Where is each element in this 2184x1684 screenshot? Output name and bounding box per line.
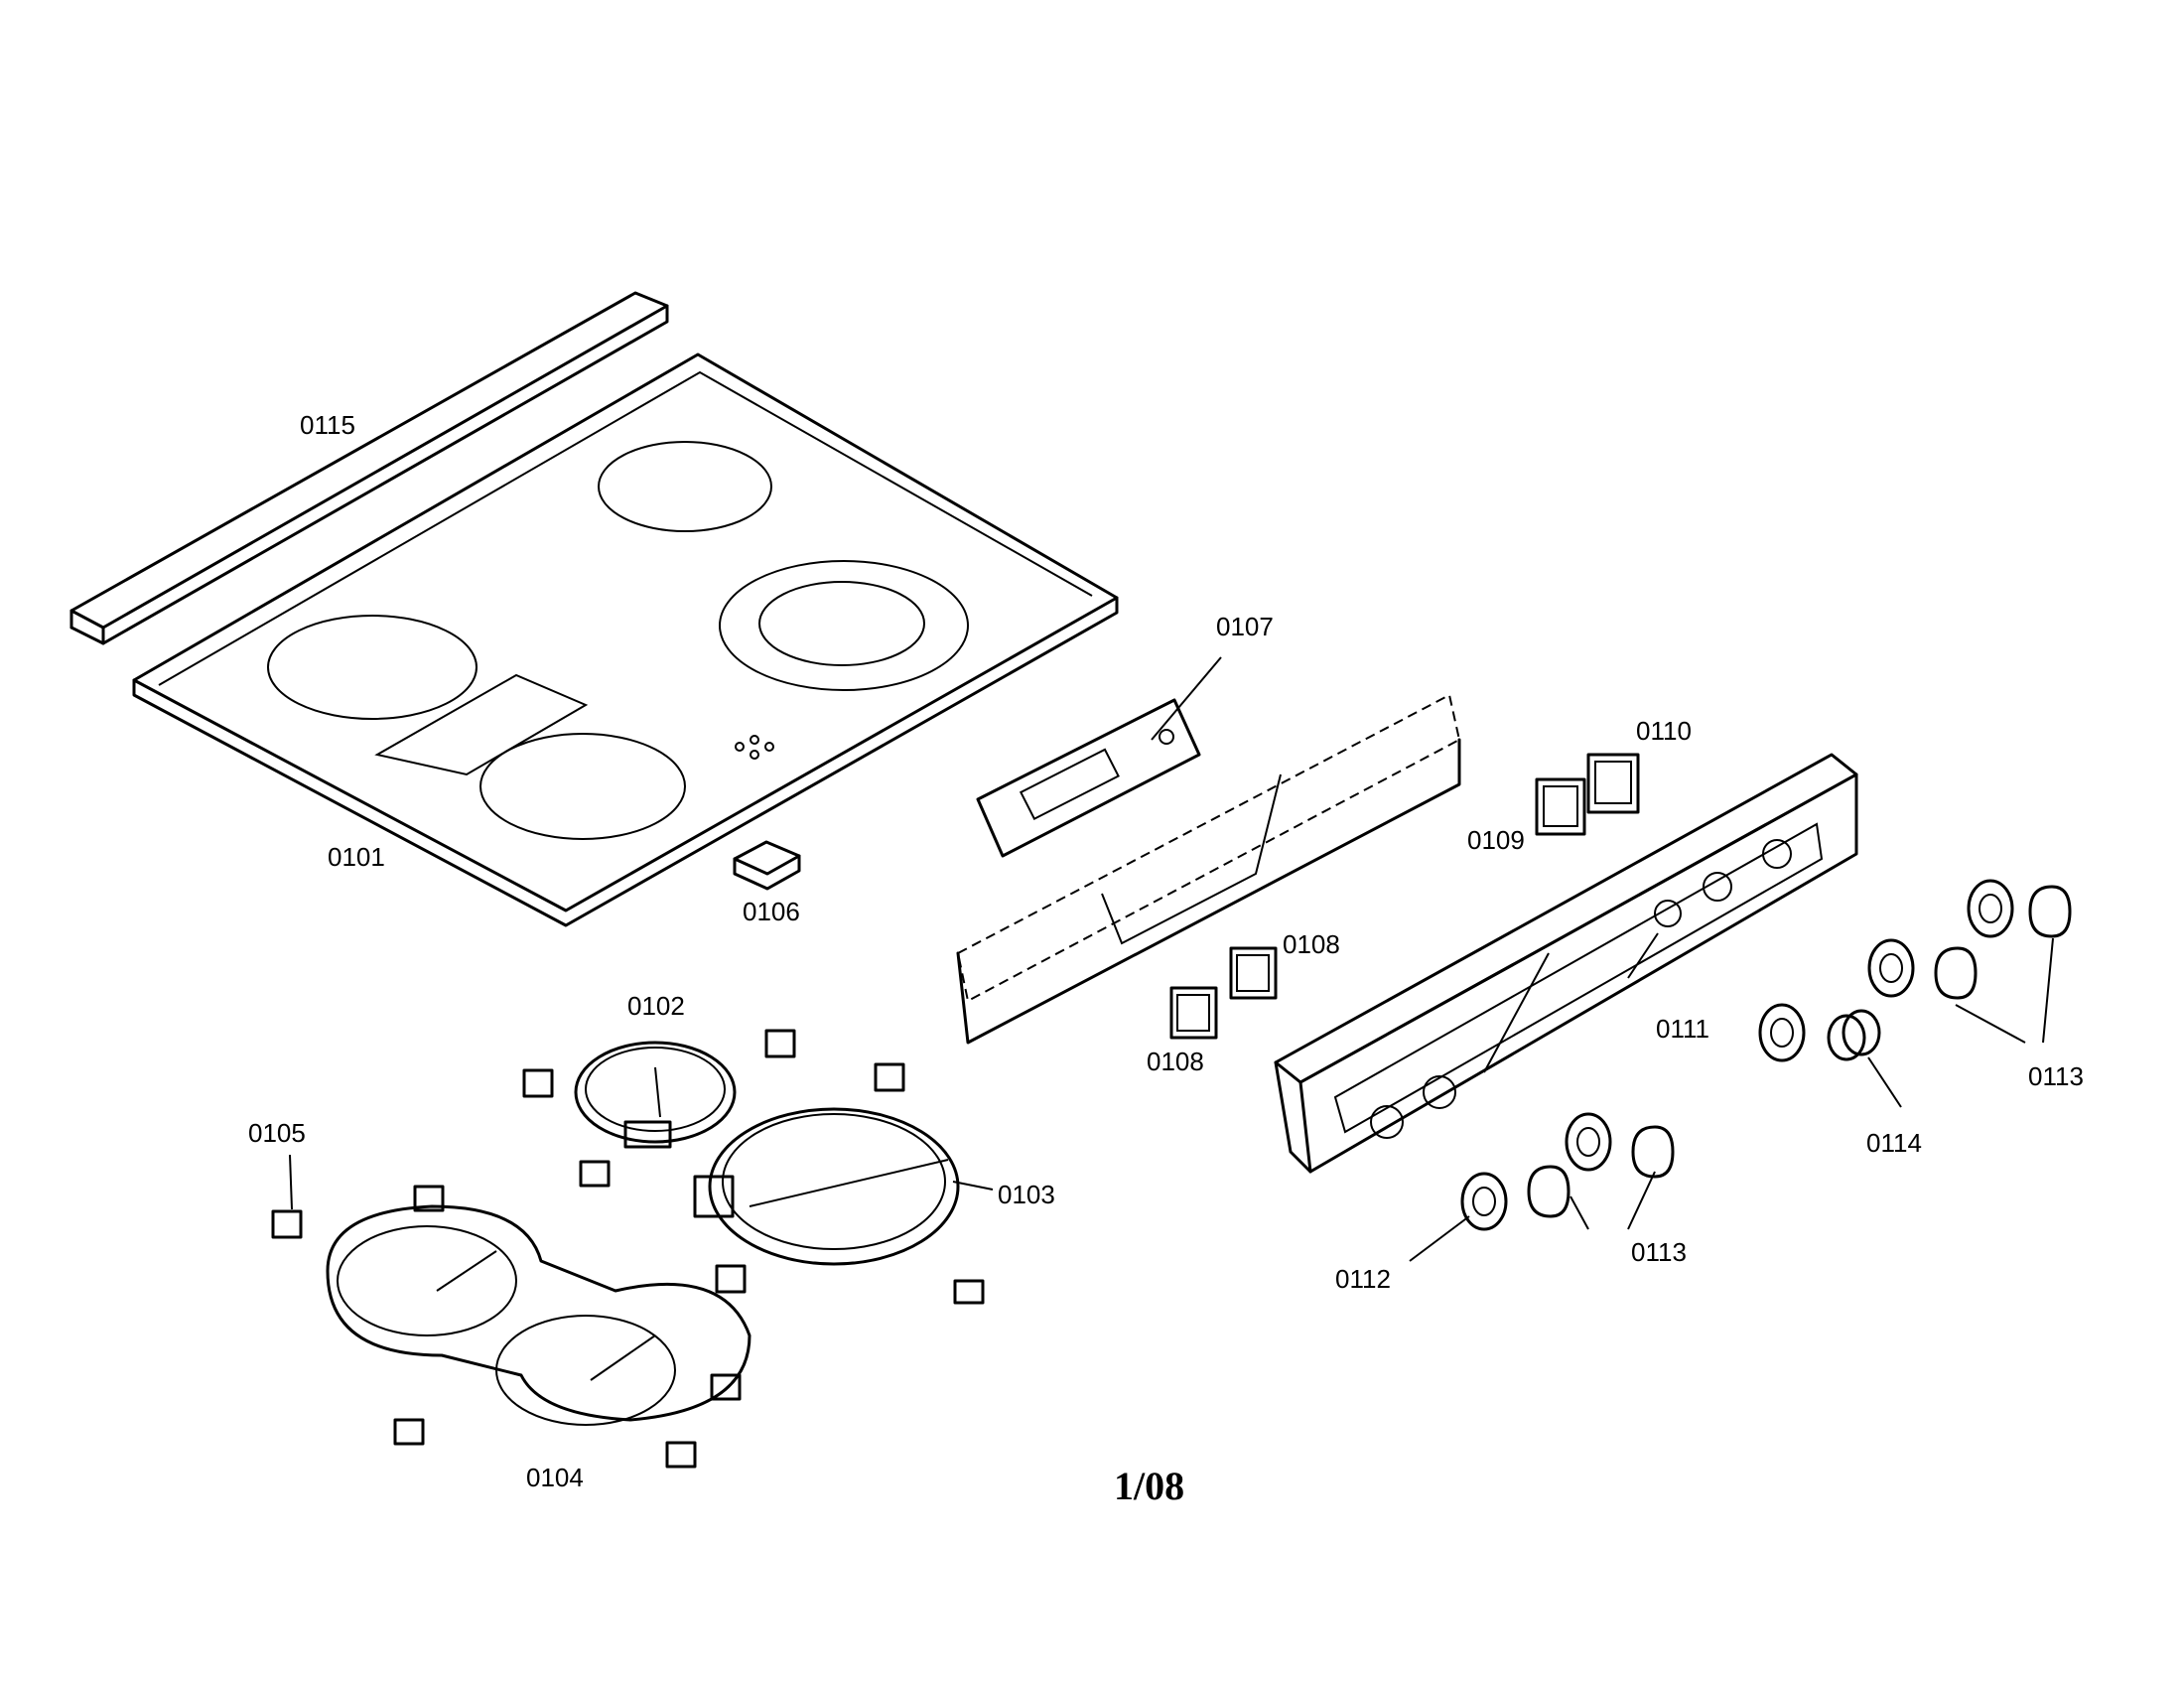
part-0112-bezel-1 [1460, 1172, 1508, 1231]
label-0108-b: 0108 [1147, 1047, 1204, 1076]
part-0113-knob-2 [1631, 1125, 1675, 1179]
label-0105: 0105 [248, 1118, 306, 1148]
part-0113-knob-3 [1934, 946, 1978, 1000]
part-0106-terminal-block [733, 840, 801, 891]
part-0112-bezel-3 [1758, 1003, 1806, 1062]
part-0113-knob-1 [1527, 1165, 1570, 1218]
label-0102: 0102 [627, 991, 685, 1021]
label-0108-a: 0108 [1283, 929, 1340, 959]
page-number: 1/08 [1114, 1464, 1184, 1508]
leader-lines [289, 656, 2054, 1262]
part-0110-switch [1586, 753, 1640, 814]
part-0112-bezel-2 [1565, 1112, 1612, 1172]
part-0112-bezel-4 [1867, 938, 1915, 998]
label-0114: 0114 [1866, 1128, 1922, 1158]
part-0107-control-board [976, 698, 1201, 858]
part-0115-trim-strip [69, 291, 669, 645]
part-labels: 0115 0101 0106 0107 0108 0108 0109 0110 … [248, 410, 2084, 1508]
label-0110: 0110 [1636, 716, 1692, 746]
label-0112: 0112 [1335, 1264, 1391, 1294]
label-0101: 0101 [328, 842, 385, 872]
label-0107: 0107 [1216, 612, 1274, 641]
part-0104-bridge-element [326, 1204, 751, 1426]
label-0103: 0103 [998, 1180, 1055, 1209]
part-clips [271, 1029, 985, 1469]
part-control-bracket [956, 693, 1461, 1045]
label-0109: 0109 [1467, 825, 1525, 855]
part-0109-switch [1535, 777, 1586, 836]
part-0108-switch-a [1169, 986, 1218, 1040]
label-0104: 0104 [526, 1463, 584, 1492]
label-0111: 0111 [1656, 1014, 1709, 1044]
part-0102-heating-element [574, 1041, 737, 1149]
part-0114-knob [1827, 1009, 1881, 1061]
part-0101-cooktop [132, 352, 1119, 927]
label-0106: 0106 [743, 897, 800, 926]
part-0108-switch-b [1229, 946, 1278, 1000]
part-0103-heating-element [693, 1107, 960, 1266]
part-0113-knob-4 [2028, 885, 2072, 938]
label-0113-lower: 0113 [1631, 1237, 1687, 1267]
label-0115: 0115 [300, 410, 355, 440]
label-0113-upper: 0113 [2028, 1061, 2084, 1091]
part-0112-bezel-5 [1967, 879, 2014, 938]
part-0111-control-panel [1274, 753, 1858, 1174]
